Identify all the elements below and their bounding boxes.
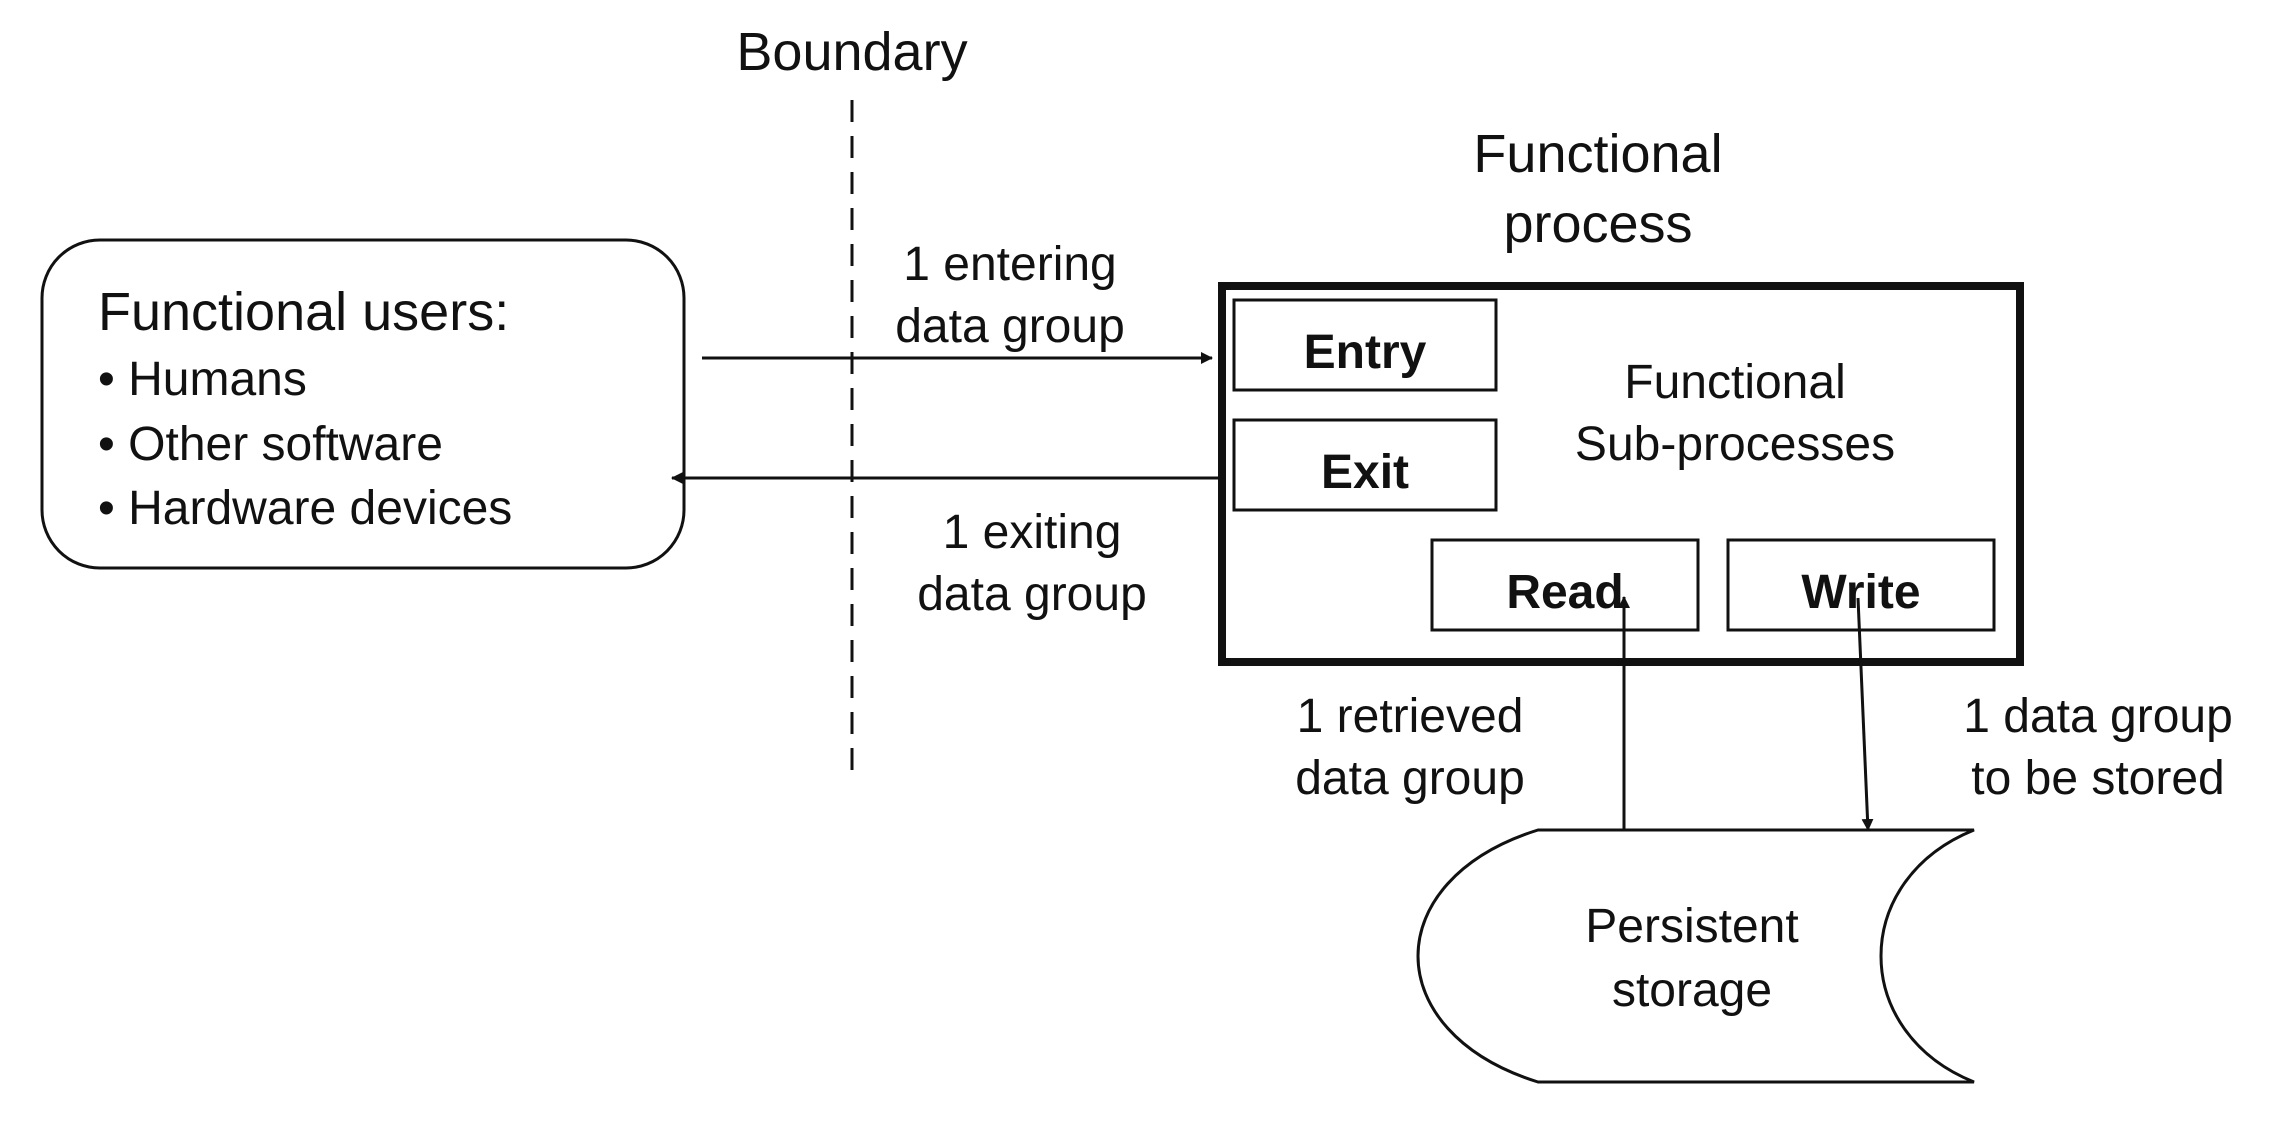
- subprocesses-label-line2: Sub-processes: [1575, 418, 1895, 471]
- persistent-storage-label-line2: storage: [1612, 964, 1772, 1017]
- functional-users-item-humans: • Humans: [98, 353, 307, 406]
- stored-flow-label-line1: 1 data group: [1963, 690, 2233, 743]
- subprocesses-label-line1: Functional: [1624, 356, 1845, 409]
- read-label: Read: [1506, 566, 1623, 619]
- functional-users-box: [40, 238, 686, 570]
- exit-label: Exit: [1321, 446, 1409, 499]
- exiting-flow-label-line2: data group: [917, 568, 1147, 621]
- retrieved-flow-label-line1: 1 retrieved: [1297, 690, 1524, 743]
- exit-box: [1232, 418, 1498, 512]
- persistent-storage-shape: [1416, 828, 1975, 1084]
- entering-flow-label-line1: 1 entering: [903, 238, 1117, 291]
- read-box: [1430, 538, 1700, 632]
- write-box: [1726, 538, 1996, 632]
- persistent-storage-label-line1: Persistent: [1585, 900, 1798, 953]
- functional-process-title-line1: Functional: [1473, 124, 1722, 184]
- entry-box: [1232, 298, 1498, 392]
- stored-flow-label-line2: to be stored: [1971, 752, 2225, 805]
- functional-users-title: Functional users:: [98, 282, 509, 342]
- functional-process-title-line2: process: [1503, 194, 1692, 254]
- functional-users-item-hardware: • Hardware devices: [98, 482, 512, 535]
- write-label: Write: [1801, 566, 1920, 619]
- entering-flow-label-line2: data group: [895, 300, 1125, 353]
- exiting-flow-label-line1: 1 exiting: [943, 506, 1122, 559]
- stored-arrow: [1856, 597, 1874, 831]
- entry-label: Entry: [1304, 326, 1427, 379]
- boundary-label: Boundary: [736, 22, 967, 82]
- retrieved-flow-label-line2: data group: [1295, 752, 1525, 805]
- functional-users-item-software: • Other software: [98, 418, 443, 471]
